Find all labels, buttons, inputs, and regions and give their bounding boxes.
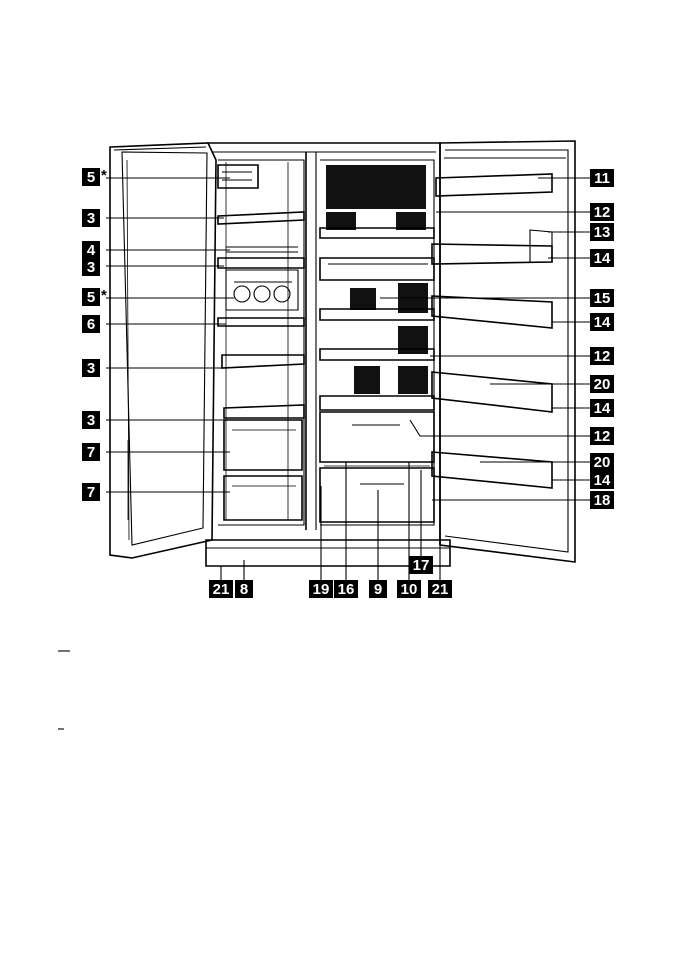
label-5-left: 5 * [82,167,107,186]
label-10-bottom: 10 [397,580,421,598]
fridge-interior [320,160,434,525]
svg-text:14: 14 [594,472,611,489]
svg-text:14: 14 [594,314,611,331]
svg-text:7: 7 [87,444,95,461]
fridge-illustration [110,141,575,566]
label-7-left: 7 [82,443,100,461]
label-14-right: 14 [590,249,614,267]
label-20-right: 20 [590,375,614,393]
label-21-bottom: 21 [428,580,452,598]
freezer-door [110,143,216,558]
svg-text:*: * [101,287,107,304]
label-18-right: 18 [590,491,614,509]
svg-text:17: 17 [413,557,430,574]
svg-text:5: 5 [87,169,95,186]
label-14-right: 14 [590,399,614,417]
label-17-bottom: 17 [409,556,433,574]
svg-text:5: 5 [87,289,95,306]
label-3-left: 3 [82,359,100,377]
labels-left: 5 * 3 4 3 5 * 6 3 3 [82,167,107,501]
label-19-bottom: 19 [309,580,333,598]
label-6-left: 6 [82,315,100,333]
svg-text:8: 8 [240,581,248,598]
stray-marks [58,651,70,729]
svg-text:20: 20 [594,454,611,471]
svg-text:21: 21 [432,581,449,598]
svg-text:9: 9 [374,581,382,598]
svg-text:3: 3 [87,360,95,377]
svg-text:6: 6 [87,316,95,333]
label-3-left: 3 [82,411,100,429]
svg-text:12: 12 [594,428,611,445]
svg-text:4: 4 [87,242,96,259]
svg-text:3: 3 [87,412,95,429]
label-14-right: 14 [590,471,614,489]
label-12-right: 12 [590,427,614,445]
label-16-bottom: 16 [334,580,358,598]
label-20-right: 20 [590,453,614,471]
svg-text:7: 7 [87,484,95,501]
svg-text:12: 12 [594,348,611,365]
svg-text:11: 11 [594,170,610,187]
label-21-bottom: 21 [209,580,233,598]
labels-right: 11 12 13 14 15 14 12 20 [590,169,614,509]
svg-text:12: 12 [594,204,611,221]
label-13-right: 13 [590,223,614,241]
labels-bottom: 21 8 19 16 9 10 17 21 [209,556,452,598]
label-3-left: 3 [82,209,100,227]
label-5-left: 5 * [82,287,107,306]
svg-text:14: 14 [594,250,611,267]
svg-text:16: 16 [338,581,355,598]
label-12-right: 12 [590,203,614,221]
label-3-left: 3 [82,258,100,276]
svg-text:21: 21 [213,581,230,598]
freezer-interior [218,160,304,525]
svg-text:20: 20 [594,376,611,393]
svg-text:14: 14 [594,400,611,417]
svg-text:3: 3 [87,259,95,276]
label-9-bottom: 9 [369,580,387,598]
label-15-right: 15 [590,289,614,307]
svg-text:3: 3 [87,210,95,227]
label-12-right: 12 [590,347,614,365]
svg-text:10: 10 [401,581,418,598]
label-7-left: 7 [82,483,100,501]
label-8-bottom: 8 [235,580,253,598]
svg-text:19: 19 [313,581,330,598]
label-14-right: 14 [590,313,614,331]
fridge-door [432,141,575,562]
label-4-left: 4 [82,241,100,259]
label-11-right: 11 [590,169,614,187]
svg-text:13: 13 [594,224,611,241]
svg-text:18: 18 [594,492,611,509]
svg-text:15: 15 [594,290,611,307]
svg-text:*: * [101,167,107,184]
